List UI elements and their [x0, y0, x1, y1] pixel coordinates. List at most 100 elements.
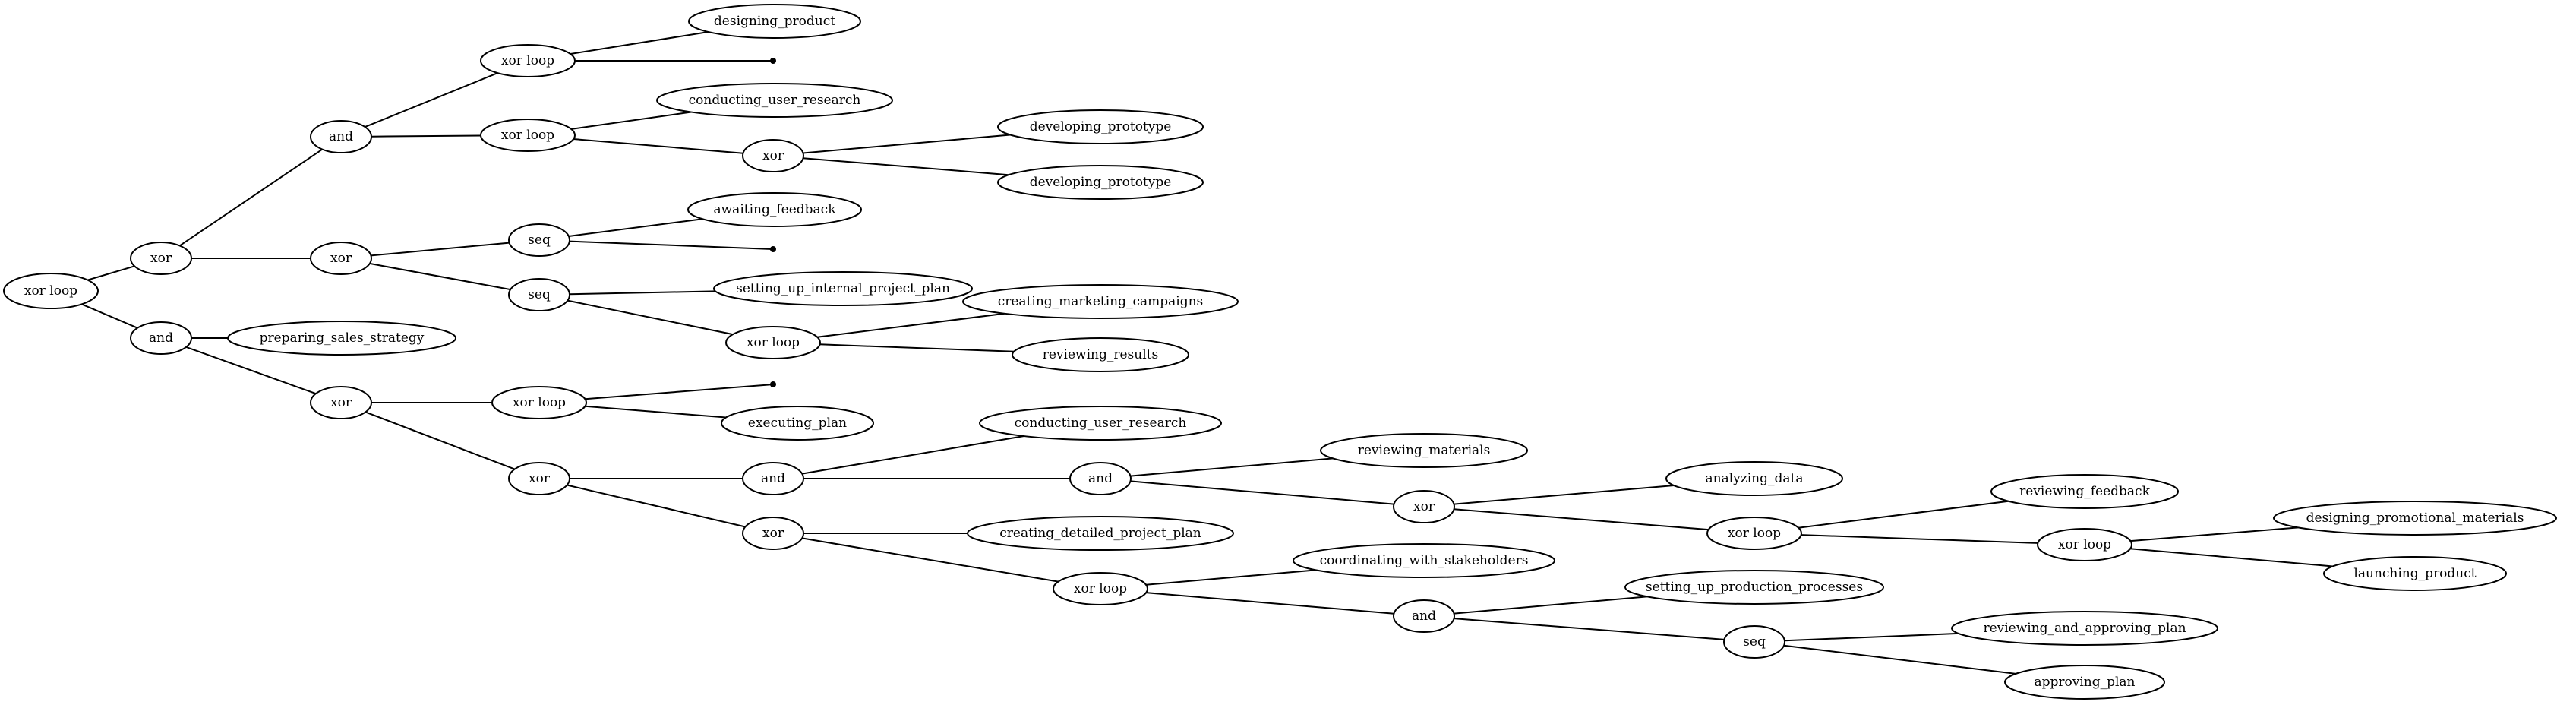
node-label: seq [528, 232, 551, 248]
edge-n8-n10 [803, 157, 1009, 176]
operator-node-n38: xor loop [1053, 572, 1148, 605]
node-label: setting_up_internal_project_plan [736, 281, 950, 296]
node-label: xor loop [1074, 581, 1127, 596]
node-ellipse [1293, 543, 1555, 578]
node-ellipse [688, 4, 861, 39]
activity-node-n18: reviewing_results [1012, 337, 1189, 372]
edge-n29-n30 [1454, 485, 1675, 505]
node-label: reviewing_feedback [2019, 484, 2150, 499]
node-ellipse [2004, 665, 2165, 700]
operator-node-n12: seq [508, 223, 570, 257]
edge-n14-n15 [569, 290, 716, 296]
activity-node-n13: awaiting_feedback [687, 192, 862, 227]
edge-n6-n8 [573, 138, 743, 154]
node-label: xor [529, 471, 551, 486]
activity-node-n17: creating_marketing_campaigns [962, 284, 1239, 319]
node-ellipse [979, 406, 1222, 441]
activity-node-n44: approving_plan [2004, 665, 2165, 700]
node-ellipse [508, 462, 570, 495]
edge-n16-n17 [816, 312, 1005, 338]
edge-n31-n33 [1801, 534, 2038, 544]
operator-node-n33: xor loop [2037, 528, 2132, 561]
edge-n33-n35 [2129, 548, 2333, 567]
end-point-d2 [770, 246, 776, 252]
edge-n38-n40 [1146, 592, 1394, 615]
activity-node-n41: setting_up_production_processes [1624, 570, 1884, 605]
node-ellipse [3, 273, 99, 309]
operator-node-n16: xor loop [725, 326, 821, 359]
activity-node-n35: launching_product [2323, 556, 2507, 591]
activity-node-n39: coordinating_with_stakeholders [1293, 543, 1555, 578]
node-label: reviewing_results [1043, 347, 1158, 362]
node-ellipse [1053, 572, 1148, 605]
activity-node-n15: setting_up_internal_project_plan [713, 271, 973, 306]
edge-n1-n2 [87, 265, 135, 281]
edge-n2-n3 [179, 148, 323, 247]
activity-node-n23: executing_plan [721, 406, 874, 441]
node-ellipse [508, 223, 570, 257]
node-label: approving_plan [2034, 675, 2135, 690]
node-label: analyzing_data [1706, 471, 1804, 486]
node-label: creating_marketing_campaigns [998, 294, 1204, 309]
node-label: xor loop [24, 283, 77, 299]
node-ellipse [2323, 556, 2507, 591]
edge-n42-n43 [1784, 632, 1959, 642]
edge-n27-n29 [1130, 480, 1394, 505]
edge-n40-n42 [1454, 618, 1725, 640]
operator-node-n3: and [310, 120, 372, 153]
node-ellipse [480, 44, 576, 77]
edge-n16-n18 [819, 343, 1015, 352]
operator-node-n27: and [1069, 462, 1132, 495]
activity-node-n5: designing_product [688, 4, 861, 39]
node-label: awaiting_feedback [714, 202, 837, 217]
node-ellipse [2273, 501, 2557, 536]
edge-n36-n38 [801, 537, 1059, 583]
edge-n22-d3 [585, 384, 774, 400]
edge-n40-n41 [1454, 596, 1648, 615]
node-ellipse [310, 120, 372, 153]
operator-node-n21: xor [310, 386, 372, 419]
operator-node-n22: xor loop [491, 386, 587, 419]
edge-n11-n14 [369, 262, 511, 291]
operator-node-n40: and [1393, 599, 1455, 633]
node-ellipse [1393, 490, 1455, 523]
activity-node-n28: reviewing_materials [1320, 433, 1528, 468]
activity-node-n9: developing_prototype [997, 109, 1204, 144]
node-ellipse [480, 119, 576, 152]
node-label: developing_prototype [1030, 175, 1172, 190]
operator-node-n6: xor loop [480, 119, 576, 152]
node-label: xor loop [2058, 537, 2111, 552]
activity-node-n43: reviewing_and_approving_plan [1951, 611, 2218, 646]
node-ellipse [997, 109, 1204, 144]
edge-n4-n5 [570, 31, 709, 55]
operator-node-n11: xor [310, 242, 372, 275]
node-label: xor loop [513, 395, 566, 410]
node-ellipse [721, 406, 874, 441]
edge-n6-n7 [571, 111, 692, 130]
node-label: conducting_user_research [1015, 416, 1187, 431]
node-ellipse [742, 517, 804, 550]
activity-node-n26: conducting_user_research [979, 406, 1222, 441]
activity-node-n34: designing_promotional_materials [2273, 501, 2557, 536]
node-ellipse [742, 139, 804, 172]
edge-n25-n26 [801, 435, 1024, 475]
node-ellipse [1951, 611, 2218, 646]
activity-node-n37: creating_detailed_project_plan [967, 516, 1234, 551]
node-ellipse [656, 83, 893, 118]
node-ellipse [997, 165, 1204, 200]
operator-node-n2: xor [130, 242, 192, 275]
node-label: xor loop [501, 53, 554, 68]
node-label: xor [762, 526, 784, 541]
edge-n12-n13 [568, 218, 703, 237]
node-ellipse [962, 284, 1239, 319]
edge-n8-n9 [803, 134, 1011, 154]
operator-node-n42: seq [1723, 625, 1785, 659]
edge-n33-n34 [2130, 526, 2299, 542]
node-ellipse [130, 242, 192, 275]
node-ellipse [1624, 570, 1884, 605]
node-ellipse [713, 271, 973, 306]
node-label: designing_product [714, 14, 835, 29]
node-label: designing_promotional_materials [2306, 511, 2524, 526]
operator-node-n19: and [130, 321, 192, 355]
